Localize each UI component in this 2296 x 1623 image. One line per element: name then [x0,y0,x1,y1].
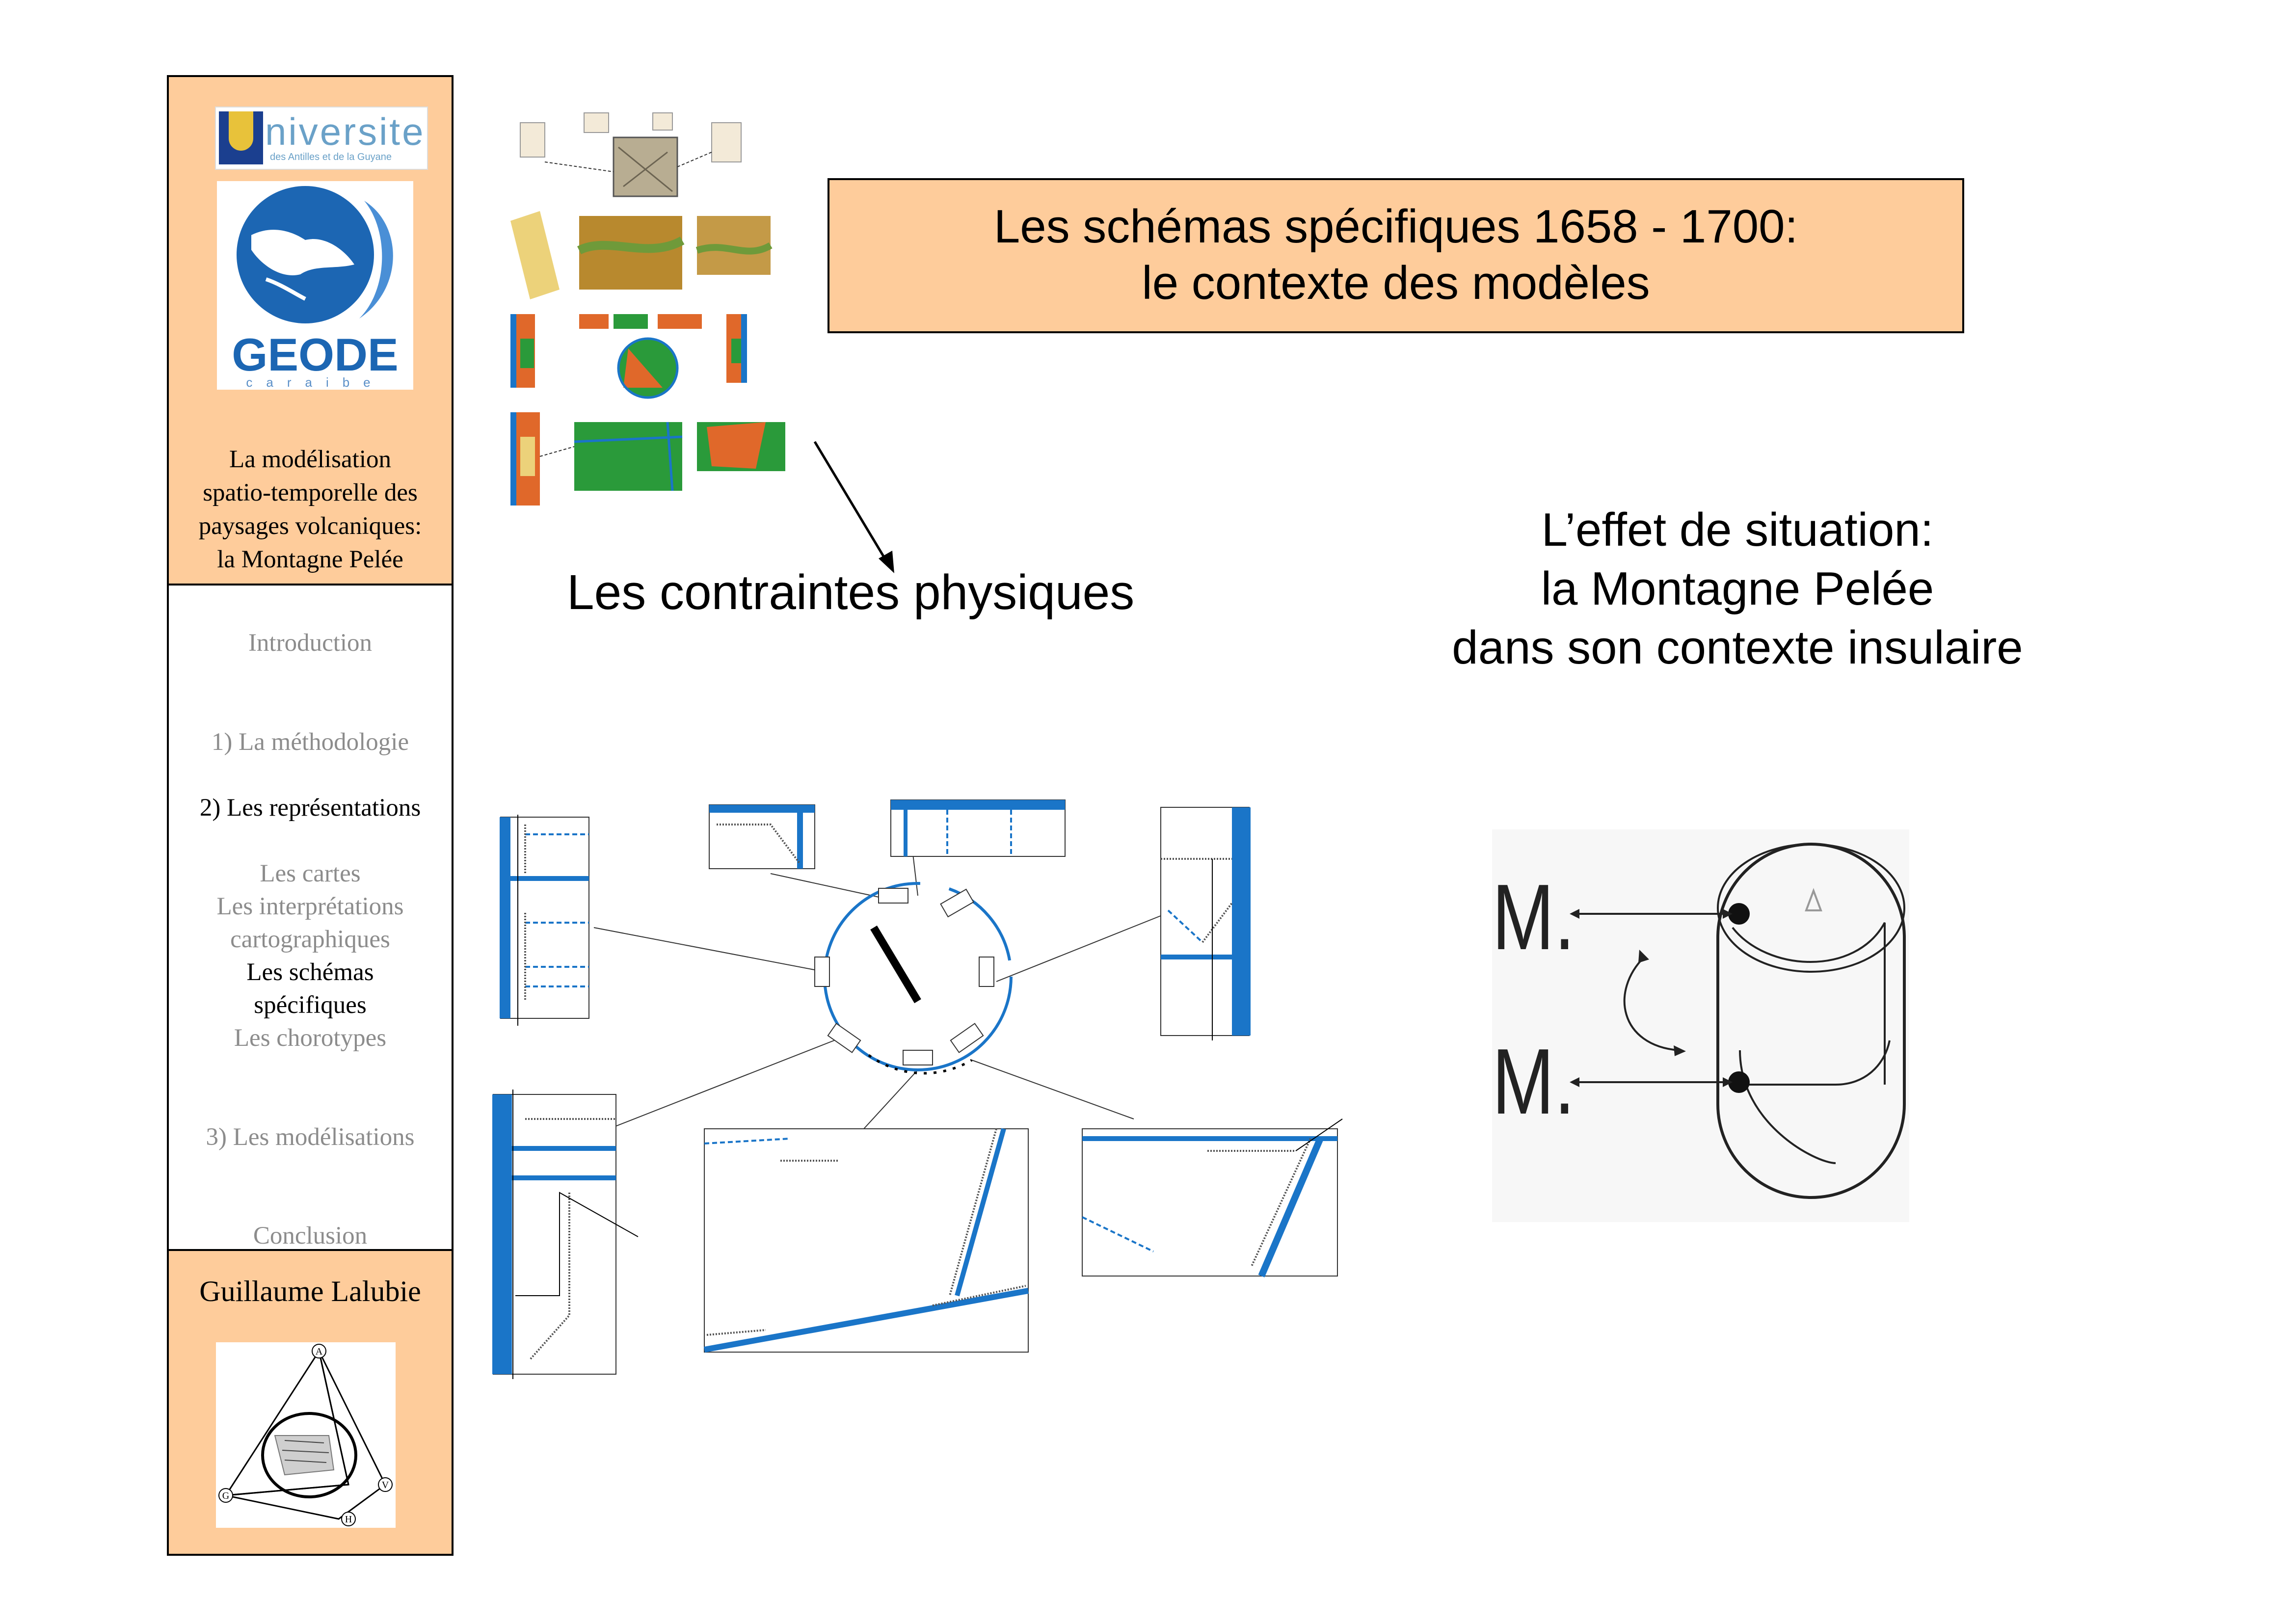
connector-lines [584,853,1169,1139]
sidebar-header-panel: niversite des Antilles et de la Guyane G… [169,77,452,585]
sidebar-title-line: la Montagne Pelée [217,546,403,573]
schema-diagram [492,799,1343,1379]
collage-row4 [510,412,785,506]
nav-item-schemas[interactable]: Les schémas [246,958,374,986]
sidebar-project-title: La modélisation spatio-temporelle des pa… [169,443,452,576]
geode-logo-subtext: caraibe [246,375,384,390]
nav-item-interpretations-cont[interactable]: cartographiques [230,926,390,953]
schema-panel-g [1082,1118,1343,1277]
thumbnail-collage [510,112,785,506]
geode-logo: GEODE caraibe [217,181,413,390]
schema-panel-d [1160,807,1251,1040]
nav-item-interpretations[interactable]: Les interprétations [216,893,404,920]
diagram-letter-a: A [316,1346,323,1357]
schema-panel-b [709,804,815,869]
sidebar-title-line: La modélisation [229,446,391,473]
tetrahedron-diagram: A G V H [218,1344,393,1526]
sidebar-author-panel: A G V H [169,1249,452,1554]
nav-item-cartes[interactable]: Les cartes [260,860,361,887]
schema-panel-e [492,1090,639,1379]
m-label-top: M. [1492,865,1575,969]
effet-line2: la Montagne Pelée [1541,562,1934,615]
label-contraintes-physiques: Les contraintes physiques [567,565,1135,620]
slide-title-line1: Les schémas spécifiques 1658 - 1700: [993,200,1798,253]
collage-row1 [520,112,742,197]
author-diagram: A G V H [216,1342,396,1528]
nav-item-representations[interactable]: 2) Les représentations [199,794,421,822]
diagram-letter-h: H [345,1514,352,1525]
central-circle-diagram [814,882,1013,1075]
geode-logo-text: GEODE [232,329,399,380]
slide-title-line2: le contexte des modèles [1142,257,1650,309]
effet-line3: dans son contexte insulaire [1452,621,2023,674]
geode-globe-icon [237,186,393,323]
arrow-to-contraintes [813,441,894,573]
model-diagram-bg [1492,829,1909,1222]
nav-item-schemas-cont[interactable]: spécifiques [254,991,367,1019]
sidebar-title-line: paysages volcaniques: [198,512,422,540]
schema-panel-a [500,815,589,1026]
slide-title-box: Les schémas spécifiques 1658 - 1700: le … [828,178,1964,333]
university-logo-subtext: des Antilles et de la Guyane [270,152,392,162]
diagram-letter-g: G [222,1490,229,1501]
author-name: Guillaume Lalubie [199,1275,421,1307]
diagram-letter-v: V [382,1480,389,1490]
university-logo-u-overlay [229,111,253,151]
schema-panel-f [703,1128,1029,1353]
university-logo-text: niversite [265,110,426,153]
sidebar: niversite des Antilles et de la Guyane G… [167,75,454,1556]
nav-item-conclusion[interactable]: Conclusion [253,1222,368,1250]
nav-item-chorotypes[interactable]: Les chorotypes [234,1024,387,1052]
m-label-bottom: M. [1492,1030,1575,1134]
university-logo: niversite des Antilles et de la Guyane [215,106,428,170]
schema-panel-c [890,799,1066,857]
model-diagram [1570,843,1906,1199]
sidebar-title-line: spatio-temporelle des [203,479,418,506]
collage-row3 [510,314,747,399]
effet-line1: L’effet de situation: [1541,504,1934,556]
nav-item-modelisations[interactable]: 3) Les modélisations [206,1123,415,1151]
collage-row2 [510,211,773,299]
nav-item-introduction[interactable]: Introduction [248,629,373,657]
nav-item-methodologie[interactable]: 1) La méthodologie [211,728,409,756]
